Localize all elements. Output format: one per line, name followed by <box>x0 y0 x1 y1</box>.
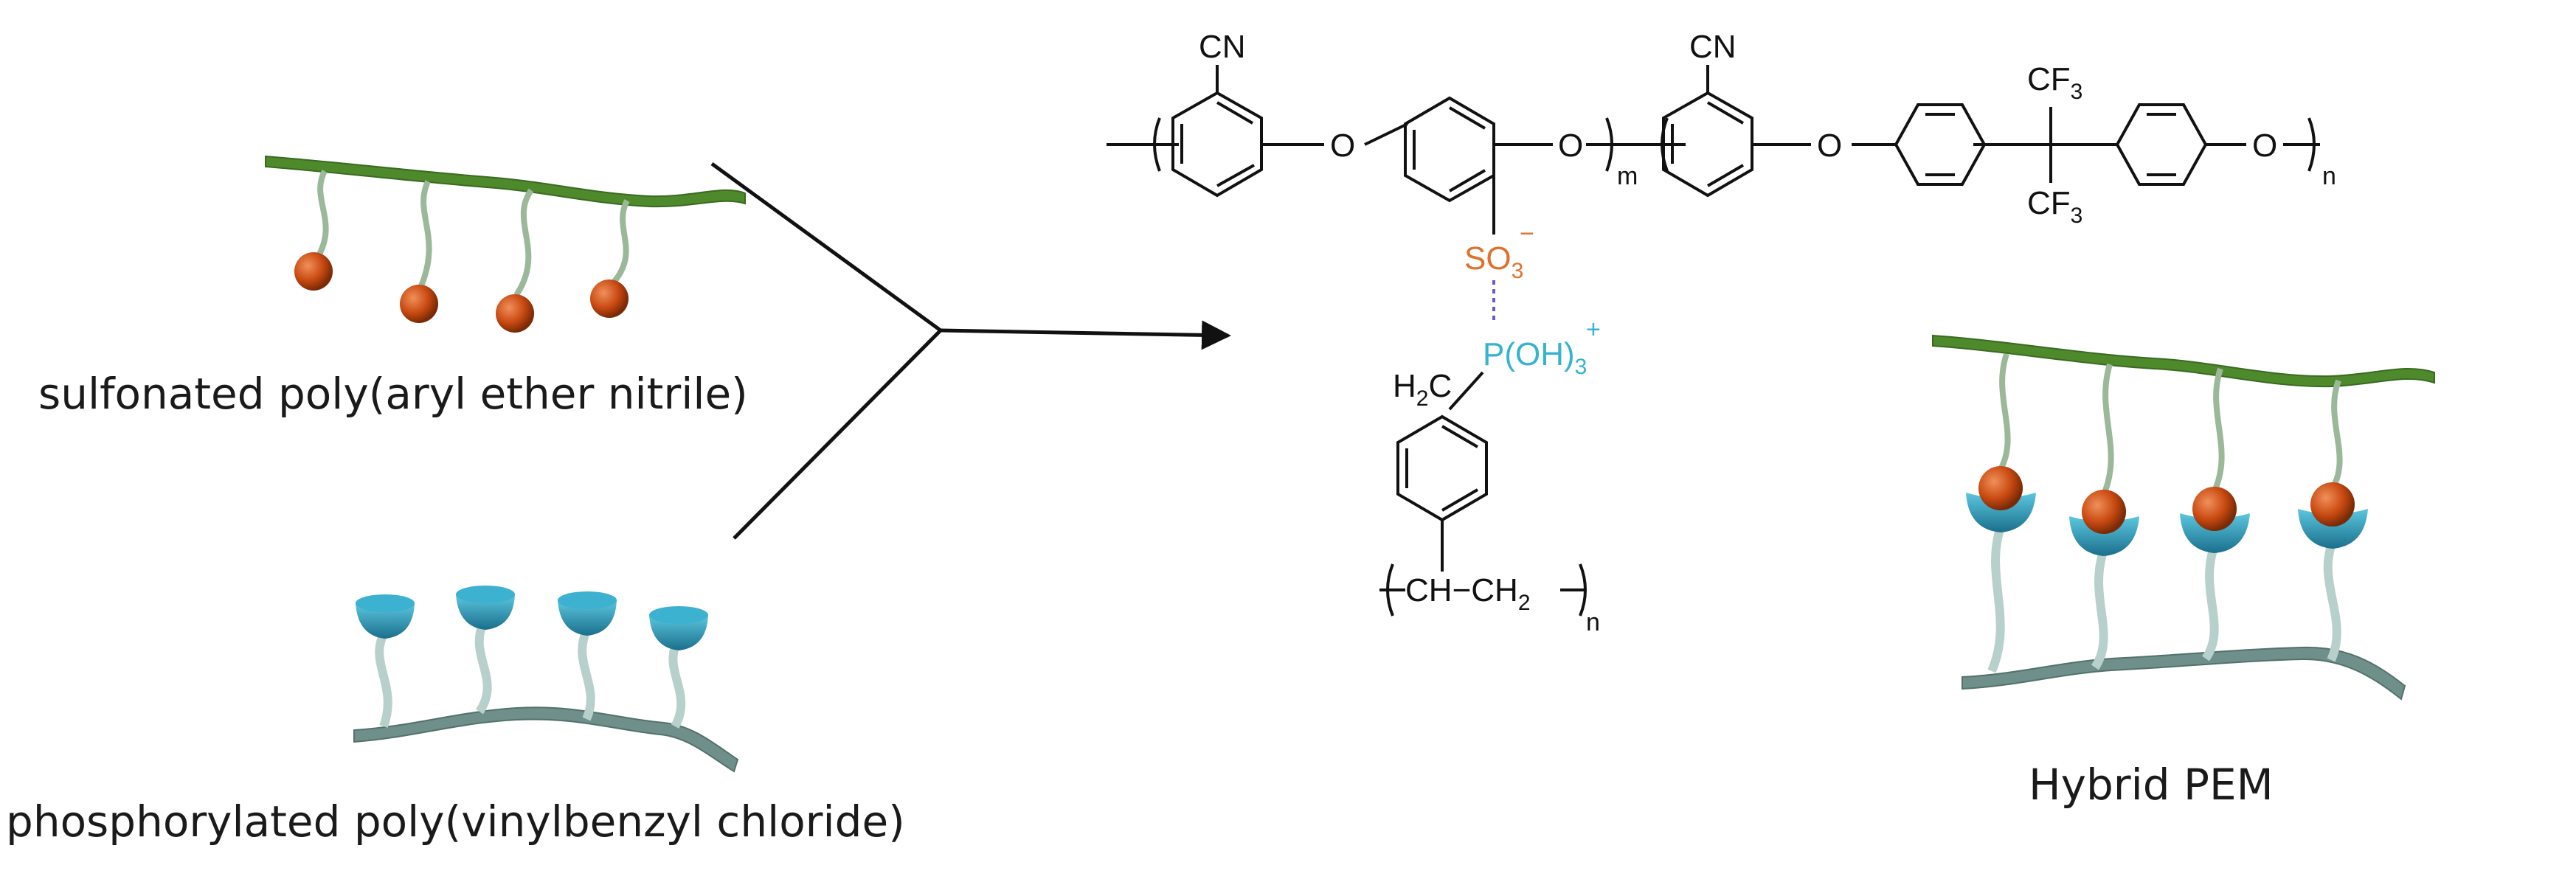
side-chain <box>474 621 492 715</box>
cf3-bottom: CF3 <box>2027 185 2082 228</box>
subscript-m: m <box>1617 162 1638 190</box>
sulfonate-ball <box>2310 482 2355 527</box>
cf3-top: CF3 <box>2027 61 2082 104</box>
cup-rim <box>558 591 617 609</box>
side-chain <box>418 180 432 289</box>
subscript-n: n <box>2322 162 2336 190</box>
phosphonate-cup <box>1966 493 2036 532</box>
cup-rim <box>356 594 415 612</box>
cup-rim <box>649 606 708 624</box>
phosphonium-charge: + <box>1586 316 1601 344</box>
sulfonate-ball <box>1978 466 2023 510</box>
phosphonate-cup <box>649 615 708 650</box>
backbone-label: CH−CH2 <box>1405 572 1531 615</box>
hybrid-pem-cartoon <box>1932 334 2435 701</box>
cn-label: CN <box>1199 29 1246 65</box>
side-chain <box>2091 548 2108 670</box>
hybrid-pem-label: Hybrid PEM <box>2029 760 2274 810</box>
phosphonate-cup <box>2298 509 2368 549</box>
oxygen-label: O <box>1817 128 1842 164</box>
spaen-label: sulfonated poly(aryl ether nitrile) <box>38 369 748 419</box>
side-chain <box>1996 353 2011 474</box>
side-chain <box>2328 379 2343 493</box>
oxygen-label: O <box>1558 128 1583 164</box>
side-chain <box>1987 526 2005 673</box>
cup-rim <box>456 586 515 603</box>
side-chain <box>375 632 392 729</box>
phosphonate-cup <box>456 594 515 630</box>
gray-backbone <box>1962 646 2406 701</box>
sulfonate-ball <box>400 285 438 323</box>
chem-labels: CN O O m CN O CF3 CF3 O n SO3 − P(OH)3 +… <box>1199 29 2336 636</box>
side-chain <box>2201 544 2219 662</box>
spaen-cartoon <box>265 155 746 333</box>
cn-label: CN <box>1689 29 1737 65</box>
side-chain <box>668 639 686 729</box>
phosphonate-cup <box>2180 513 2250 553</box>
sulfonate-ball <box>2192 487 2237 531</box>
side-chain <box>2323 540 2341 662</box>
oxygen-label: O <box>2252 128 2277 164</box>
side-chain <box>609 199 630 286</box>
side-chain <box>2099 363 2114 499</box>
subscript-n: n <box>1586 608 1600 636</box>
gray-backbone <box>353 706 739 773</box>
sulfonate-label: SO3 <box>1464 240 1523 283</box>
phosphonate-cup <box>356 603 415 639</box>
side-chain <box>2210 367 2225 496</box>
sulfonate-ball <box>294 252 333 291</box>
phosphonate-cup <box>2069 516 2139 556</box>
green-backbone <box>265 155 746 208</box>
side-chain <box>513 188 534 297</box>
side-chain <box>314 170 329 260</box>
reaction-arrow <box>710 162 1231 540</box>
side-chain <box>578 628 595 721</box>
pvbc-cartoon <box>353 586 739 773</box>
chemical-structure <box>1107 65 2320 617</box>
sulfonate-charge: − <box>1520 220 1534 248</box>
oxygen-label: O <box>1330 128 1355 164</box>
sulfonate-ball <box>496 294 534 333</box>
green-backbone <box>1932 334 2435 388</box>
pvbc-label: phosphorylated poly(vinylbenzyl chloride… <box>6 796 905 847</box>
phosphonium-label: P(OH)3 <box>1483 336 1587 379</box>
sulfonate-ball <box>590 279 629 318</box>
methylene-label: H2C <box>1393 368 1452 411</box>
phosphonate-cup <box>558 600 617 636</box>
sulfonate-ball <box>2082 490 2126 534</box>
